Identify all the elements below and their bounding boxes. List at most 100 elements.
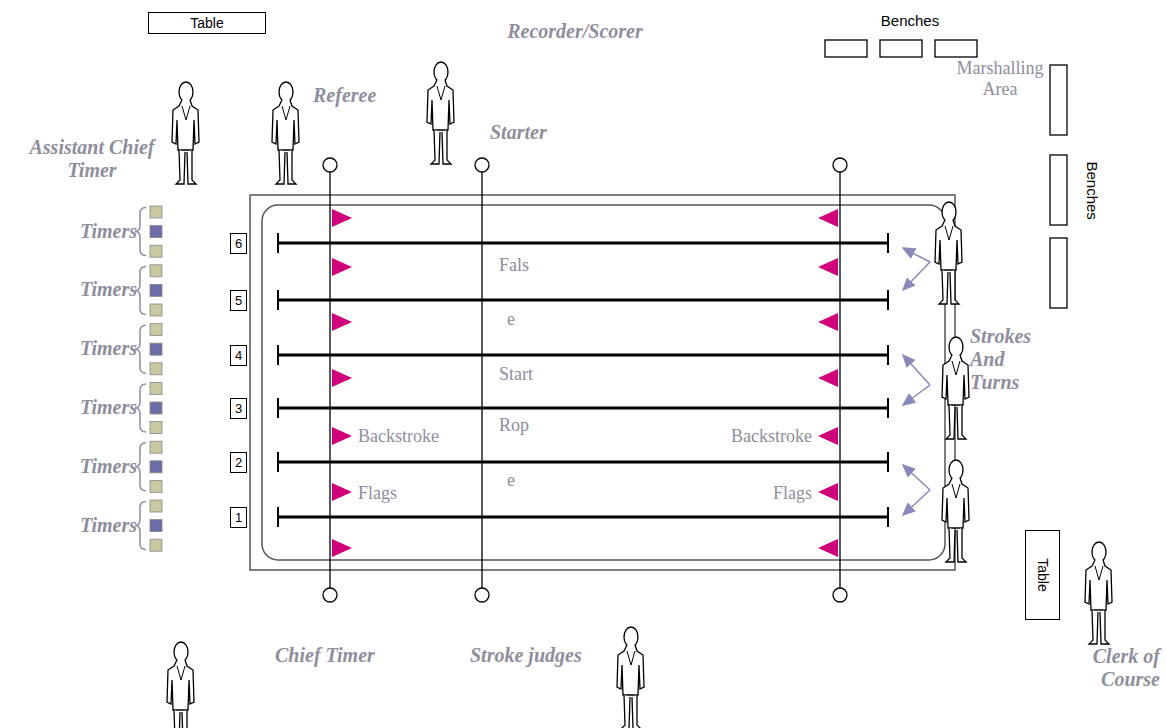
lane-end: [277, 290, 279, 310]
lane-rope: [278, 354, 888, 357]
lane-end: [277, 345, 279, 365]
timer-seat: [150, 363, 162, 375]
post: [833, 158, 847, 172]
label: Timers: [80, 220, 137, 243]
official-figure: [427, 62, 454, 164]
label: Recorder/Scorer: [507, 20, 643, 43]
timer-seat: [150, 343, 162, 355]
bench: [1050, 155, 1067, 225]
label: Timers: [80, 396, 137, 419]
timer-seat: [150, 324, 162, 336]
label: Timers: [80, 514, 137, 537]
timer-seat: [150, 284, 162, 296]
timer-seat: [150, 441, 162, 453]
pool-deck: [250, 195, 955, 570]
backstroke-flag: [332, 313, 352, 331]
pool-edge: [262, 205, 945, 560]
label: e: [505, 470, 517, 491]
label: Chief Timer: [275, 644, 375, 667]
label: Starter: [490, 121, 547, 144]
label: Start: [497, 364, 535, 385]
node-text: 4: [235, 348, 242, 363]
bench: [1050, 65, 1067, 135]
lane-end: [887, 233, 889, 253]
label: Benches: [1083, 161, 1100, 219]
lane-end: [277, 452, 279, 472]
label: Benches: [881, 12, 939, 29]
post: [323, 588, 337, 602]
lane-end: [887, 345, 889, 365]
backstroke-flag: [818, 209, 838, 227]
bench: [935, 40, 977, 57]
bench: [1050, 238, 1067, 308]
backstroke-flag: [332, 369, 352, 387]
lane-number: 1: [230, 507, 247, 528]
rope-line: [481, 172, 482, 588]
backstroke-flag: [818, 427, 838, 445]
timer-seat: [150, 520, 162, 532]
label: Fals: [497, 255, 531, 276]
label: Timers: [80, 455, 137, 478]
backstroke-flag: [332, 539, 352, 557]
lane-end: [887, 507, 889, 527]
lane-number: 3: [230, 398, 247, 419]
lane-end: [887, 398, 889, 418]
judge-arrow: [903, 248, 930, 262]
backstroke-flag: [818, 313, 838, 331]
table-box: Table: [1025, 530, 1060, 620]
lane-rope: [278, 407, 888, 410]
label: e: [505, 309, 517, 330]
judge-arrow: [903, 465, 930, 490]
lane-number: 2: [230, 452, 247, 473]
node-text: 5: [235, 293, 242, 308]
timer-seat: [150, 265, 162, 277]
backstroke-flag: [332, 258, 352, 276]
post: [833, 588, 847, 602]
timer-seat: [150, 500, 162, 512]
lane-end: [277, 507, 279, 527]
node-text: 2: [235, 455, 242, 470]
lane-end: [887, 452, 889, 472]
label: Flags: [356, 483, 399, 504]
post: [475, 158, 489, 172]
lane-end: [887, 290, 889, 310]
official-figure: [167, 642, 194, 728]
rope-line: [839, 172, 840, 588]
lane-end: [277, 233, 279, 253]
backstroke-flag: [818, 539, 838, 557]
label: Strokes And Turns: [970, 325, 1050, 394]
timer-seat: [150, 422, 162, 434]
official-figure: [935, 202, 962, 304]
bench: [825, 40, 867, 57]
label: Timers: [80, 278, 137, 301]
backstroke-flag: [818, 258, 838, 276]
post: [475, 588, 489, 602]
timer-seat: [150, 539, 162, 551]
timer-seat: [150, 382, 162, 394]
lane-end: [277, 398, 279, 418]
label: Backstroke: [356, 426, 441, 447]
label: Referee: [313, 84, 376, 107]
label: Marshalling Area: [940, 58, 1060, 99]
judge-arrow: [903, 355, 930, 385]
node-text: Table: [190, 15, 223, 31]
node-text: Table: [1035, 558, 1051, 591]
lane-rope: [278, 242, 888, 245]
timer-seat: [150, 461, 162, 473]
timer-seat: [150, 206, 162, 218]
label: Clerk of Course: [1060, 645, 1160, 691]
timer-seat: [150, 480, 162, 492]
node-text: 1: [235, 510, 242, 525]
lane-rope: [278, 299, 888, 302]
bench: [880, 40, 922, 57]
backstroke-flag: [332, 427, 352, 445]
official-figure: [1085, 542, 1112, 644]
label: Backstroke: [729, 426, 814, 447]
node-text: 3: [235, 401, 242, 416]
table-box: Table: [148, 12, 266, 34]
lane-rope: [278, 516, 888, 519]
judge-arrow: [903, 262, 930, 290]
official-figure: [942, 460, 969, 562]
lane-rope: [278, 461, 888, 464]
